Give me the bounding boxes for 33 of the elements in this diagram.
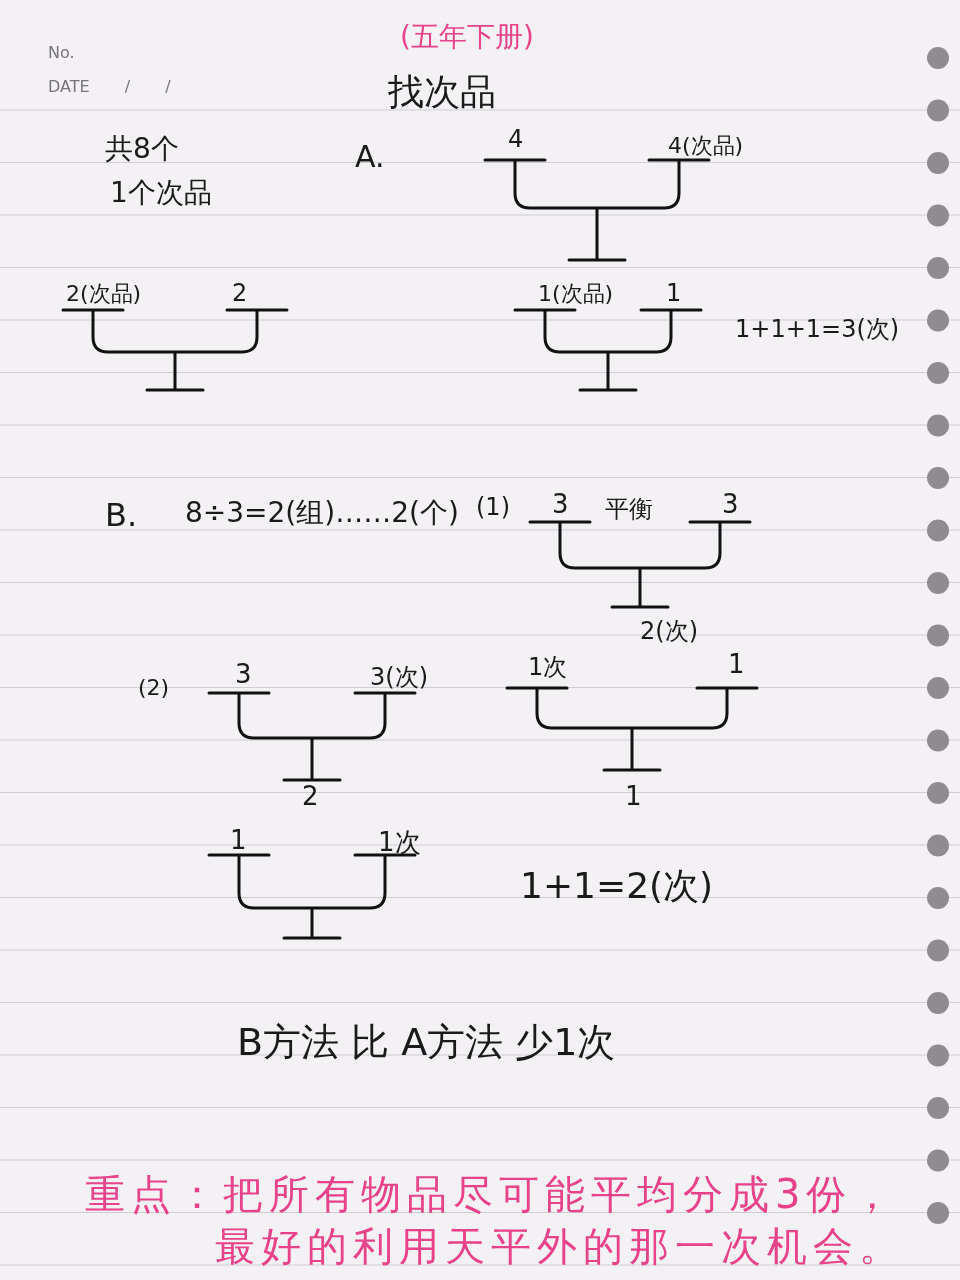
pan-label: 3 [235,660,252,689]
note-text: 共8个 [105,134,179,165]
step-label: (1) [476,494,510,521]
equation: 1+1+1=3(次) [735,316,900,343]
pan-label: 3 [552,490,569,519]
pan-label: 4 [508,126,524,153]
notebook-field-label: DATE / / [48,78,171,96]
pan-label: 1 [230,826,247,855]
pan-label: 4(次品) [668,134,744,159]
count-label: 2 [302,782,319,811]
pan-label: 2 [232,280,248,307]
section-label: A. [355,140,385,173]
pan-label: 1 [666,280,682,307]
pan-label: 1 [728,650,745,679]
count-label: 1 [625,782,642,811]
note-text: 1个次品 [110,178,212,209]
section-label: B. [105,498,138,534]
conclusion-text: B方法 比 A方法 少1次 [237,1022,616,1064]
equation: 8÷3=2(组)……2(个) [185,498,459,529]
title: 找次品 [388,72,496,112]
subtitle: (五年下册) [400,22,534,53]
pan-label: 3(次) [370,664,428,691]
equation: 1+1=2(次) [520,866,714,906]
count-label: 2(次) [640,618,698,645]
pan-label: 3 [722,490,739,519]
pan-label: 1次 [528,654,568,681]
pan-label: 1(次品) [538,282,614,307]
pan-label: 2(次品) [66,282,142,307]
step-label: (2) [138,676,170,701]
pan-label: 1次 [378,828,421,857]
notebook-field-label: No. [48,44,75,62]
balance-note: 平衡 [605,496,653,523]
key-point-note: 重点：把所有物品尽可能平均分成3份，最好的利用天平外的那一次机会。 [85,1170,906,1271]
